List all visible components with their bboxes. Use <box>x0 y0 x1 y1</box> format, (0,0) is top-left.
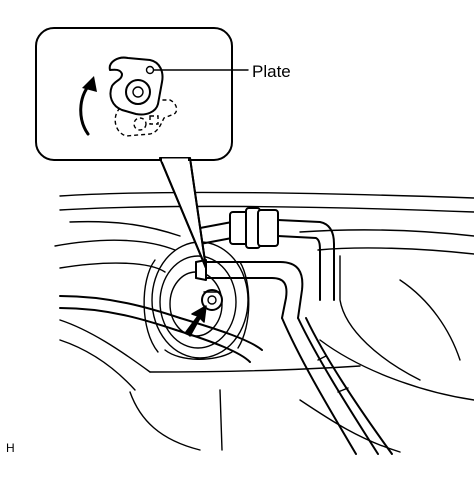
pipe-assembly <box>59 207 393 455</box>
mount-nut <box>201 289 223 311</box>
detail-callout <box>35 27 233 269</box>
plate-detail <box>108 56 178 137</box>
corner-code: H <box>6 441 15 455</box>
rotation-arrow-icon <box>79 76 97 136</box>
mount-assembly <box>143 241 250 360</box>
plate-label: Plate <box>252 62 291 81</box>
vehicle-body-lines <box>54 191 474 453</box>
pointer-arrow-icon <box>185 305 207 337</box>
